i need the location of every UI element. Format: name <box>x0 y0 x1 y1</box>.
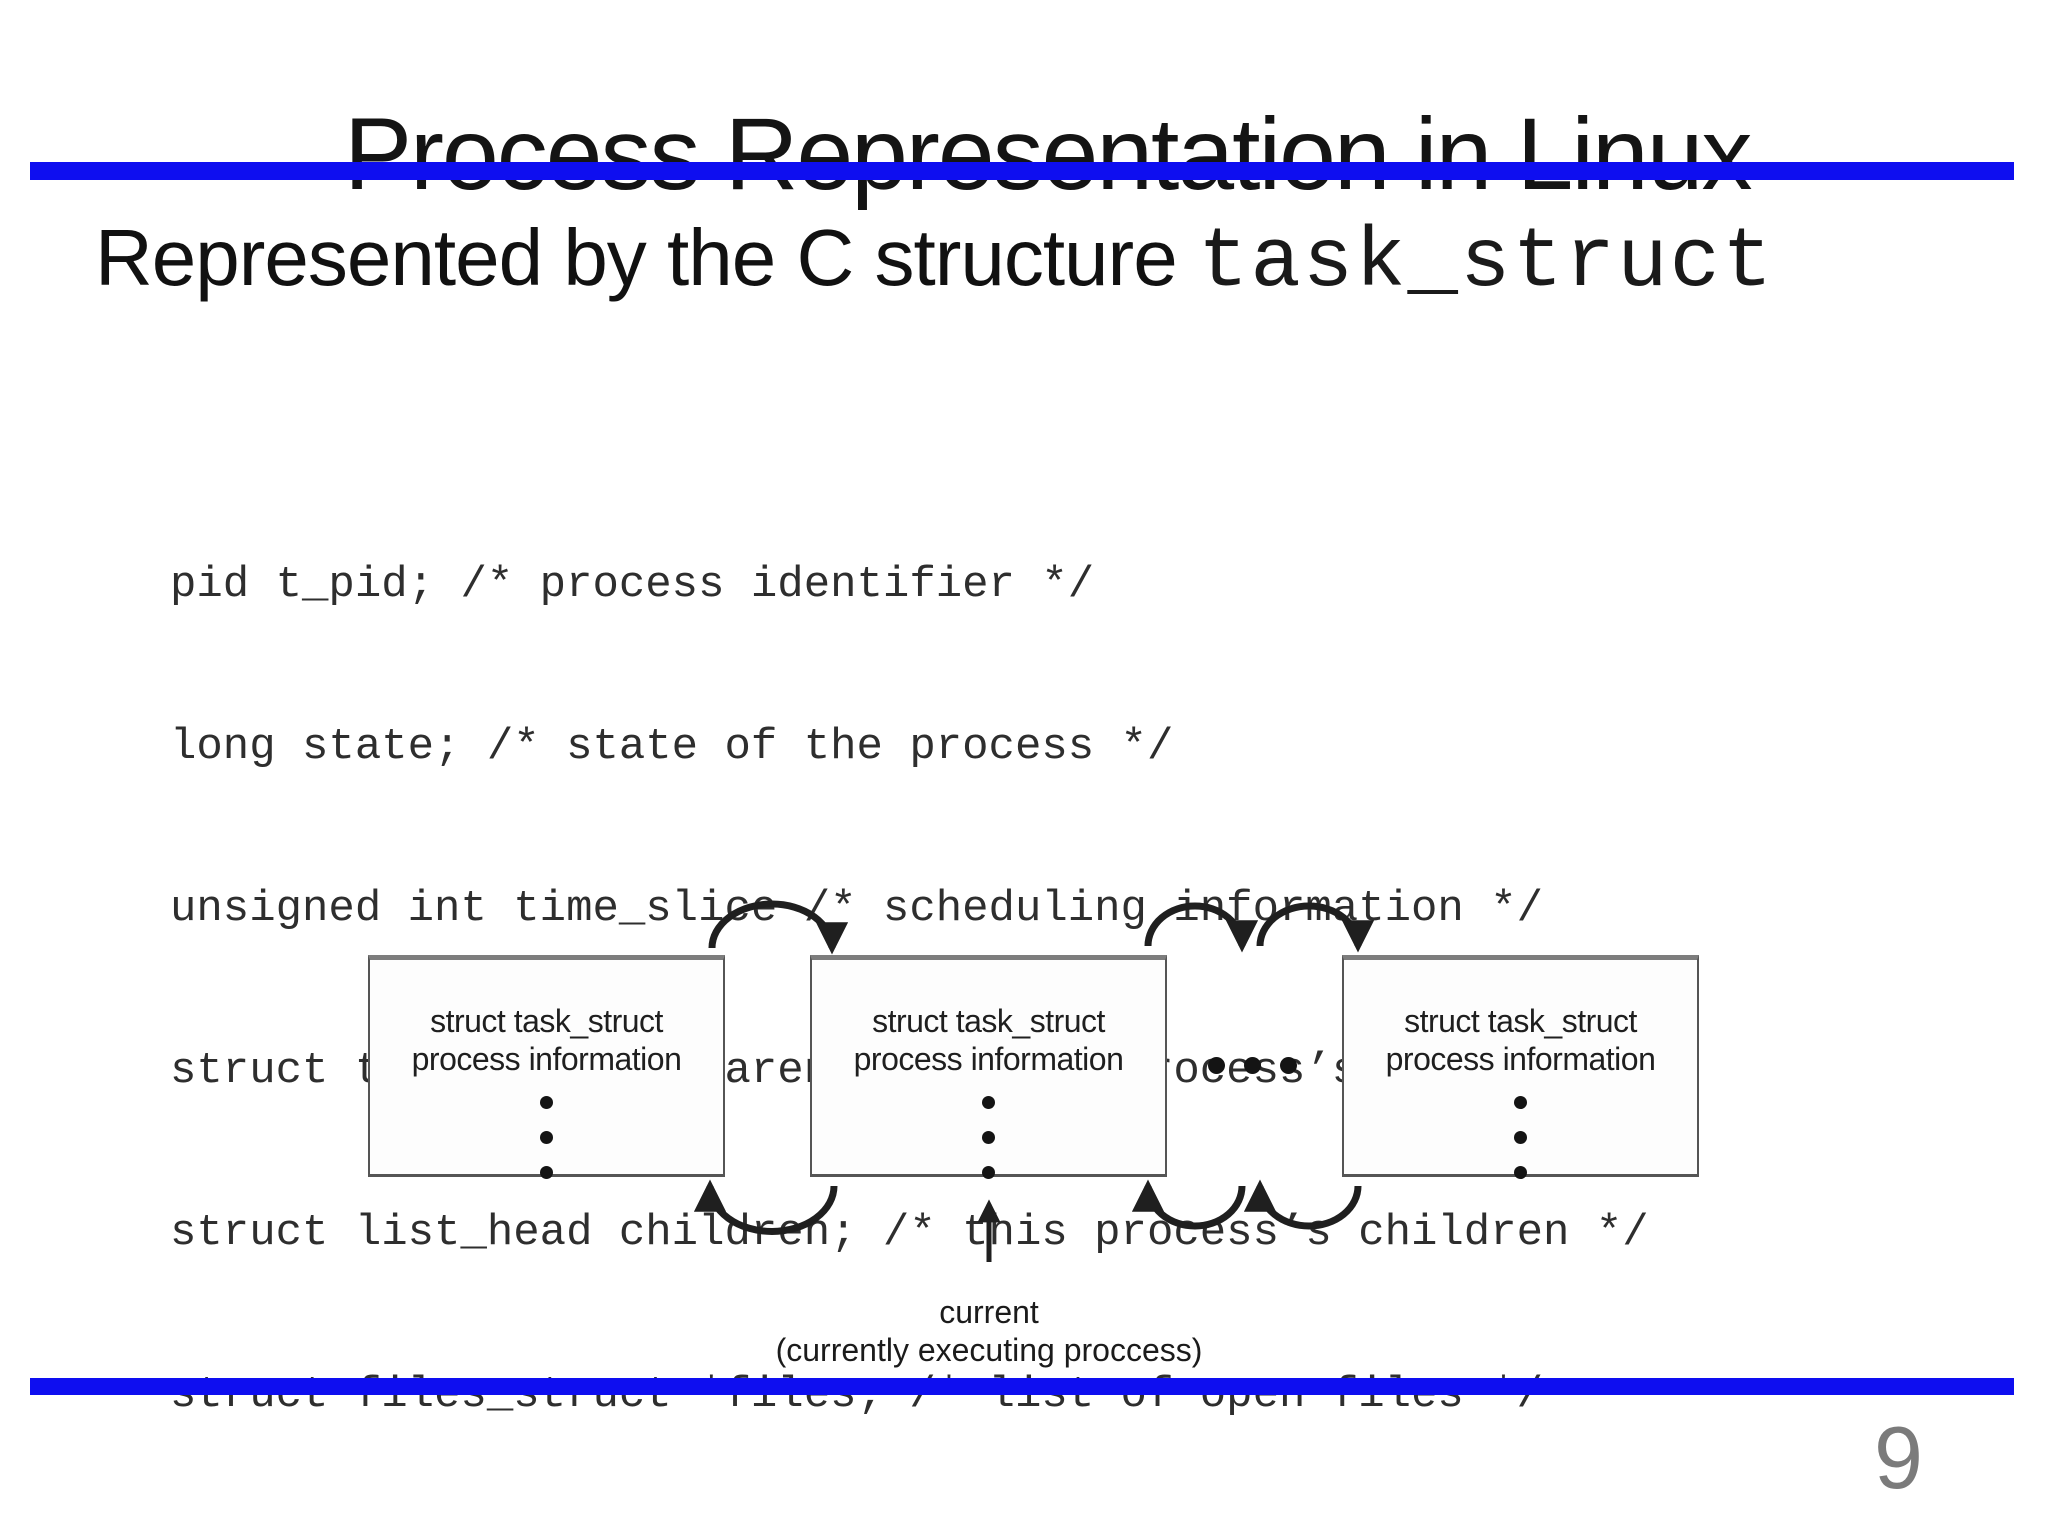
box-title: struct task_struct <box>1404 1003 1637 1039</box>
subtitle: Represented by the C structure task_stru… <box>95 212 1774 313</box>
code-line: pid t_pid; /* process identifier */ <box>170 560 1095 610</box>
code-line: struct list_head children; /* this proce… <box>170 1208 1649 1258</box>
box-title: struct task_struct <box>872 1003 1105 1039</box>
page-title: Process Representation in Linux <box>344 97 1752 212</box>
current-label: current <box>939 1294 1039 1330</box>
box-subtitle: process information <box>1385 1041 1656 1077</box>
box-subtitle: process information <box>853 1041 1124 1077</box>
ellipsis-icon <box>1208 1057 1297 1074</box>
subtitle-code: task_struct <box>1197 216 1775 311</box>
subtitle-text: Represented by the C structure <box>95 213 1198 302</box>
box-subtitle: process information <box>411 1041 682 1077</box>
box-title: struct task_struct <box>430 1003 663 1039</box>
code-line: struct files_struct *files; /* list of o… <box>170 1370 1544 1420</box>
task-struct-box-2: struct task_struct process information <box>810 955 1167 1179</box>
vertical-dots-icon <box>1514 1096 1527 1179</box>
vertical-dots-icon <box>982 1096 995 1179</box>
bottom-divider <box>30 1378 2014 1395</box>
top-divider <box>30 162 2014 180</box>
task-struct-box-3: struct task_struct process information <box>1342 955 1699 1179</box>
vertical-dots-icon <box>540 1096 553 1179</box>
code-line: long state; /* state of the process */ <box>170 722 1174 772</box>
code-line: struct mm_struct *mm; /* address space o… <box>170 1530 1675 1536</box>
page-number: 9 <box>1874 1408 1923 1507</box>
code-line: unsigned int time_slice /* scheduling in… <box>170 884 1544 934</box>
task-struct-box-1: struct task_struct process information <box>368 955 725 1179</box>
current-sublabel: (currently executing proccess) <box>775 1332 1203 1368</box>
